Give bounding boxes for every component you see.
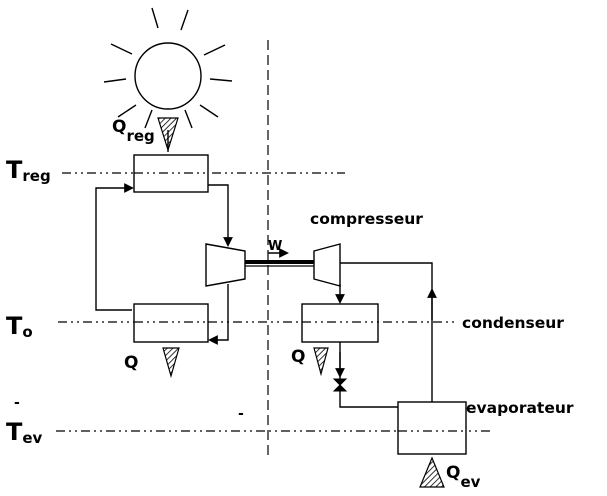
sun-icon xyxy=(103,7,233,129)
label-w: W xyxy=(268,239,282,254)
label-evaporateur: evaporateur xyxy=(466,399,574,417)
expansion-valve-icon xyxy=(332,378,348,392)
label-t-o: To xyxy=(6,312,33,341)
label-q-right: Q xyxy=(291,347,305,367)
label-q-left: Q xyxy=(124,353,138,373)
turbine-icon xyxy=(205,243,246,287)
mid-bar-mark: - xyxy=(238,406,244,422)
tev-bar-mark: - xyxy=(14,395,20,411)
q-right-arrow-icon xyxy=(313,347,329,377)
compressor-icon xyxy=(313,243,341,287)
label-q-reg: Qreg xyxy=(112,117,155,145)
condenser-box xyxy=(301,303,379,343)
q-left-arrow-icon xyxy=(162,347,180,379)
label-compresseur: compresseur xyxy=(310,210,423,228)
label-q-ev: Qev xyxy=(446,463,481,491)
label-condenseur: condenseur xyxy=(462,314,564,332)
q-ev-arrow-icon xyxy=(419,456,445,488)
regenerator-box xyxy=(133,154,209,193)
q-reg-arrow-icon xyxy=(157,117,179,153)
left-cooler-box xyxy=(133,303,209,343)
label-t-reg: Treg xyxy=(6,156,51,185)
evaporator-box xyxy=(397,401,467,455)
label-t-ev: Tev xyxy=(6,418,43,447)
turbine-to-cooler-pipe xyxy=(208,284,229,345)
condenser-to-evaporator-pipe xyxy=(339,340,398,408)
left-loop-pipe xyxy=(95,183,134,311)
evaporator-to-compressor-pipe xyxy=(340,262,433,402)
regenerator-to-turbine-pipe xyxy=(208,184,233,247)
